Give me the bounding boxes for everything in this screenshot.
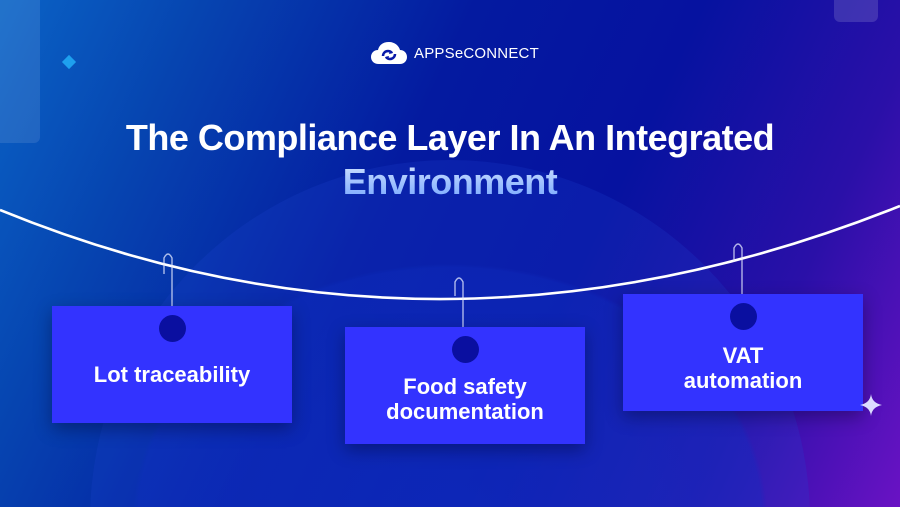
- card-lot-traceability: Lot traceability: [52, 306, 292, 423]
- card-label-line1: VAT: [722, 343, 764, 368]
- decorative-panel-left: [0, 0, 40, 143]
- card-label-line1: Food safety: [403, 374, 527, 399]
- brand-name: APPSeCONNECT: [414, 44, 539, 62]
- card-food-safety: Food safety documentation: [345, 327, 585, 444]
- page-title: The Compliance Layer In An Integrated: [125, 117, 775, 158]
- card-vat-automation: VAT automation: [623, 294, 863, 411]
- page-subtitle: Environment: [0, 160, 900, 204]
- paperclip-icon: [454, 277, 464, 337]
- card-hole: [159, 315, 186, 342]
- cloud-sync-icon: [371, 42, 407, 64]
- paperclip-icon: [733, 243, 743, 305]
- card-label: Lot traceability: [93, 362, 251, 387]
- card-hole: [452, 336, 479, 363]
- brand-logo: APPSeCONNECT: [370, 40, 539, 66]
- card-label-line2: automation: [683, 368, 803, 393]
- sparkle-icon: [860, 394, 882, 416]
- decorative-panel-right: [834, 0, 878, 22]
- card-hole: [730, 303, 757, 330]
- card-label-line2: documentation: [386, 399, 544, 424]
- paperclip-icon: [163, 253, 173, 318]
